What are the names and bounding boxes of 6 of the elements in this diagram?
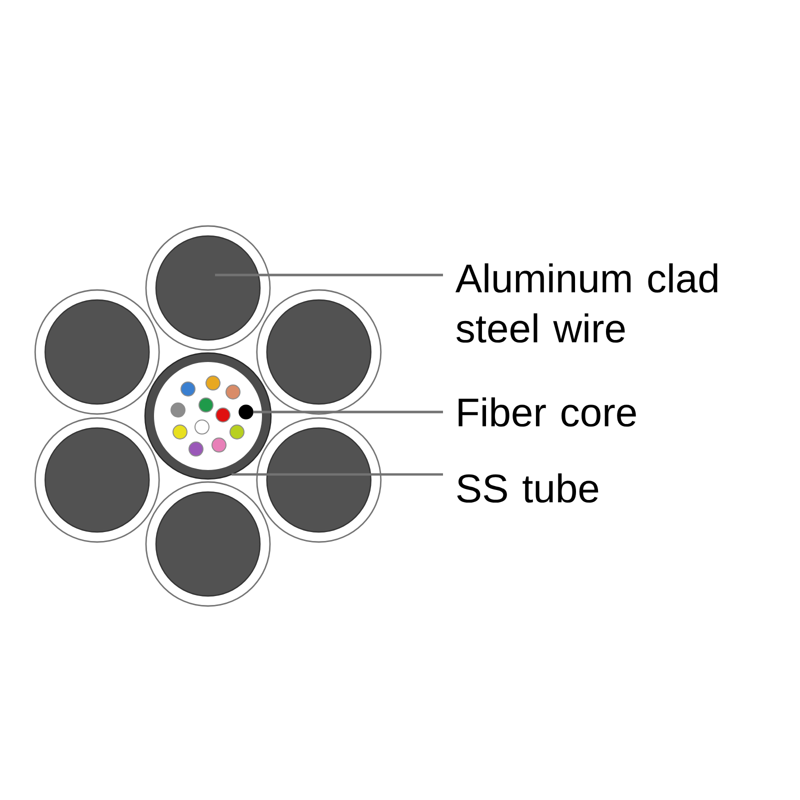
leader-line [253, 410, 443, 414]
callout-label: SS tube [457, 473, 598, 503]
wire-strand [145, 225, 271, 351]
callout-label: Aluminum clad steel wire [455, 263, 718, 343]
leader-line [215, 274, 443, 276]
callout-label: Fiber core [458, 397, 636, 427]
